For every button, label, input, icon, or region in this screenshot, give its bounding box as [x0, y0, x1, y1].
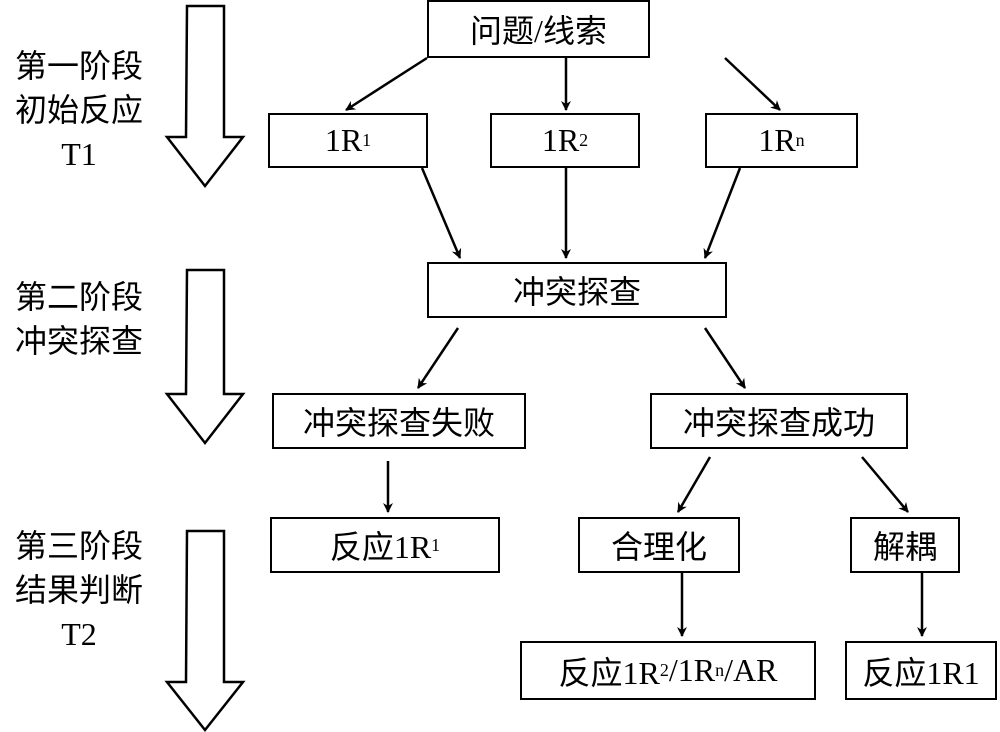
node-response-1r1-decouple: 反应1R1: [845, 641, 997, 700]
stage-2-title: 第二阶段: [14, 279, 143, 315]
stage-3-subtitle: 结果判断: [14, 572, 143, 608]
stage-2-subtitle: 冲突探查: [14, 323, 143, 359]
stage-1-title: 第一阶段: [14, 48, 143, 84]
node-decoupling: 解耦: [850, 517, 960, 573]
node-label: 反应1R1: [862, 654, 980, 691]
edge-arrow-success-to-rationalize: [676, 456, 712, 513]
stage-1-label: 第一阶段 初始反应 T1: [0, 44, 158, 176]
node-detection-succeeded: 冲突探查成功: [650, 393, 908, 449]
stage-2-label: 第二阶段 冲突探查: [0, 275, 158, 363]
edge-arrow-clue-to-r1: [345, 56, 428, 112]
node-subscript: 1: [431, 534, 441, 555]
node-detection-failed: 冲突探查失败: [272, 393, 526, 449]
node-label: 解耦: [872, 529, 937, 565]
node-label: 1R: [324, 122, 363, 158]
node-label: 合理化: [610, 529, 707, 565]
stage-2-arrow-icon: [164, 268, 246, 446]
node-label: 冲突探查失败: [302, 405, 495, 441]
edge-arrow-r1-to-conflict: [420, 167, 462, 259]
node-label-part: 反应1R: [558, 654, 660, 691]
node-subscript: 2: [659, 660, 669, 680]
edges-group: [345, 56, 927, 637]
node-label: 1R: [541, 122, 580, 158]
node-label: 冲突探查成功: [682, 405, 875, 441]
node-question-clue: 问题/线索: [427, 0, 650, 58]
stage-3-time: T2: [61, 616, 97, 652]
edge-arrow-clue-to-rn: [724, 57, 781, 111]
node-subscript: n: [795, 130, 805, 150]
node-subscript: 2: [579, 130, 589, 150]
stage-3-label: 第三阶段 结果判断 T2: [0, 524, 158, 656]
stage-3-title: 第三阶段: [14, 528, 143, 564]
node-conflict-detection: 冲突探查: [427, 262, 727, 318]
stage-1-time: T1: [61, 136, 97, 172]
node-label: 1R: [758, 122, 796, 158]
node-subscript: n: [715, 660, 725, 680]
node-label-part: /AR: [724, 652, 778, 688]
stage-3-arrow-icon: [164, 529, 246, 732]
node-label: 反应1R: [329, 529, 432, 565]
stage-1-arrow-icon: [164, 4, 246, 189]
node-label: 问题/线索: [470, 13, 607, 49]
stage-1-subtitle: 初始反应: [14, 92, 143, 128]
edge-arrow-conflict-to-fail: [416, 327, 460, 389]
node-label: 冲突探查: [512, 274, 641, 310]
edge-arrow-conflict-to-success: [703, 327, 747, 389]
edge-arrow-success-to-decouple: [861, 456, 909, 513]
node-label-part: /1R: [668, 652, 716, 688]
node-rationalization: 合理化: [578, 517, 740, 573]
edge-arrow-rn-to-conflict: [703, 167, 742, 259]
node-subscript: 1: [362, 130, 372, 150]
